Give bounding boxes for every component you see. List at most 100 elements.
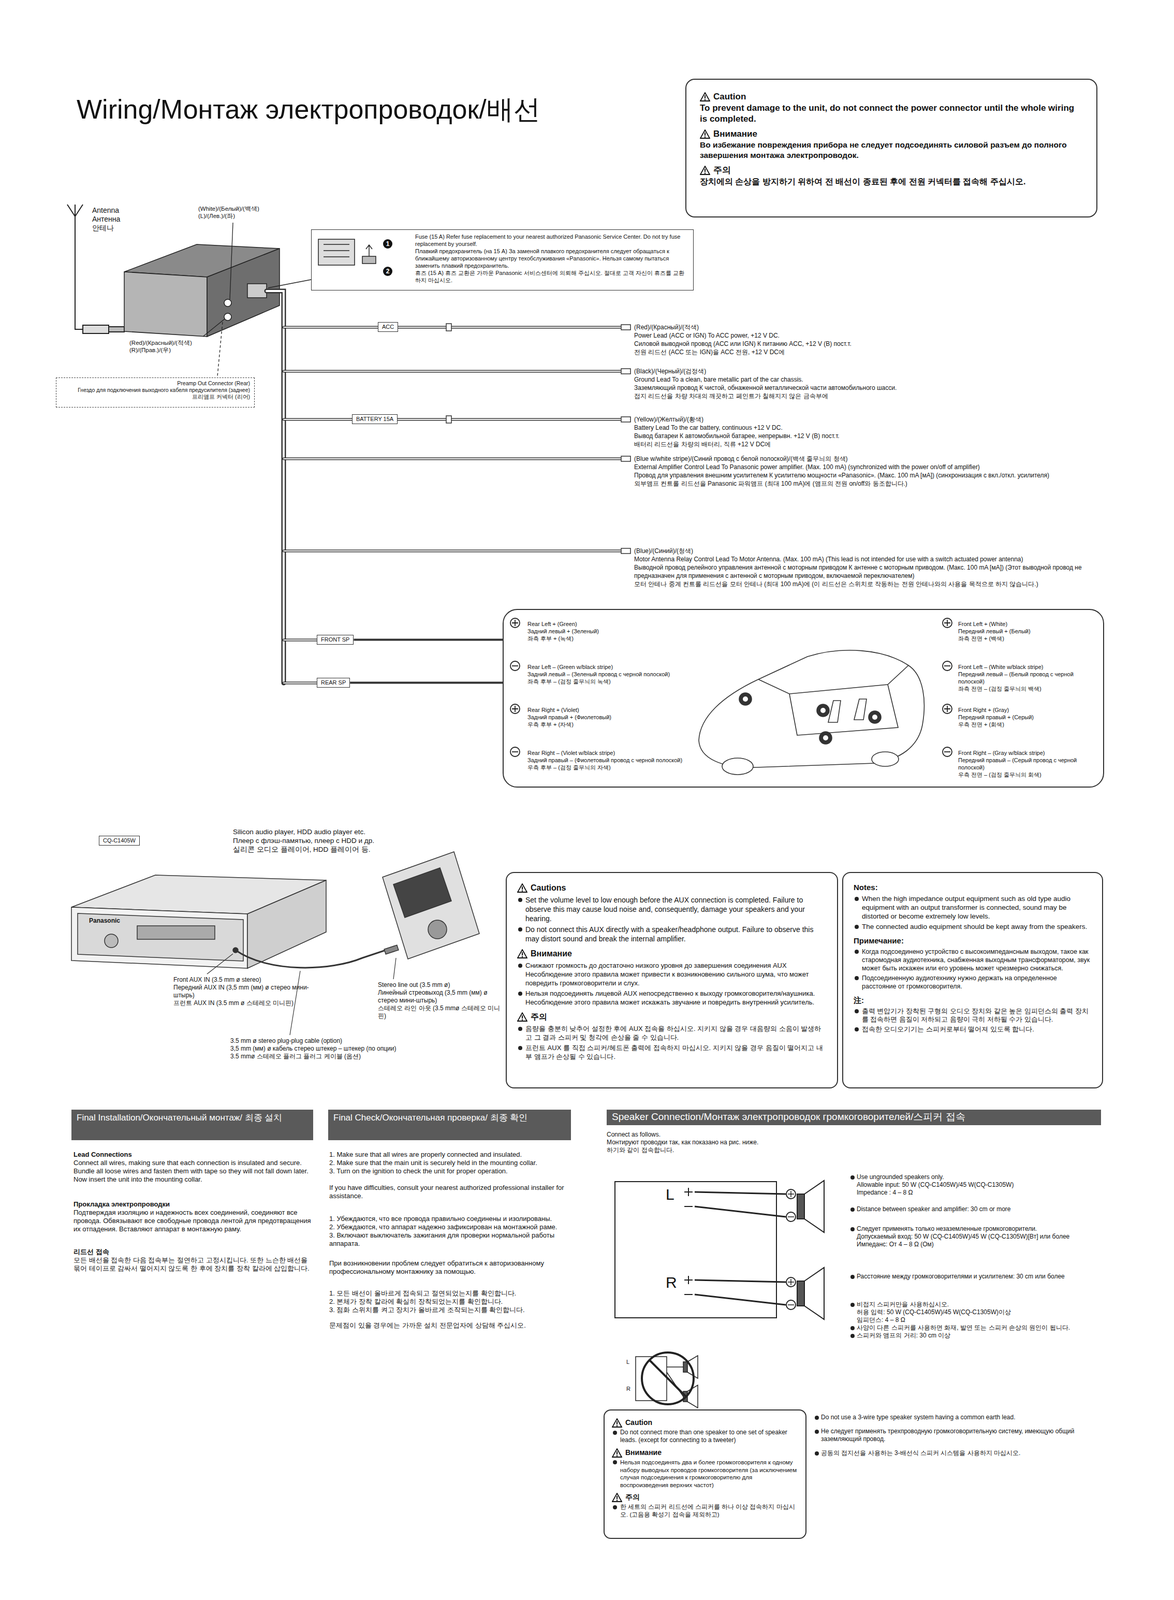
warning-icon	[521, 951, 523, 956]
spec-note: 공동의 접지선을 사용하는 3-배선식 스피커 시스템을 사용하지 마십시오.	[813, 1448, 1099, 1457]
amplifier-outline	[614, 1181, 777, 1318]
warning-icon	[704, 98, 707, 101]
speaker-wire-label: Задний левый + (Зеленый)	[527, 627, 683, 635]
check-step: 3. Включают выключатель зажигания для пр…	[329, 1230, 568, 1248]
prohibited-wiring	[635, 1352, 698, 1408]
caution-text: 음량을 충분히 낮추어 설정한 후에 AUX 접속을 하십시오. 지키지 않을 …	[517, 1023, 827, 1042]
instruction-text: 모든 배선을 접속한 다음 접속부는 절연하고 고정시킵니다. 또한 느슨한 배…	[73, 1255, 312, 1273]
unit-side	[247, 879, 327, 968]
wire-bundle	[266, 290, 284, 683]
lead-description: (Blue)/(Синий)/(청색)	[634, 546, 1103, 555]
note-text: 접속한 오디오기기는 스피커로부터 떨어져 있도록 합니다.	[853, 1024, 1092, 1034]
note-text: When the high impedance output equipment…	[853, 893, 1092, 921]
warning-icon	[616, 1454, 619, 1457]
callout-number: 1	[383, 239, 393, 249]
speaker-wire-label: Задний правый + (Фиолетовый)	[527, 713, 683, 721]
car-body	[698, 650, 924, 768]
cable	[235, 949, 386, 968]
bullet-dot	[850, 1175, 855, 1180]
speaker-wire-label: 우측 전면 – (검정 줄무늬의 회색)	[958, 770, 1094, 779]
note-text: The connected audio equipment should be …	[853, 921, 1092, 931]
label-column: При возникновении проблем следует обрати…	[329, 1258, 568, 1276]
fuse-note: Плавкий предохранитель (на 15 А) За заме…	[415, 247, 688, 270]
warning-icon	[616, 1495, 618, 1499]
speaker-wire-label: Задний правый – (Фиолетовый провод с чер…	[527, 756, 683, 764]
wire-terminal	[621, 416, 631, 422]
player-screen	[393, 867, 452, 918]
lead-description: Power Lead (ACC or IGN) To ACC power, +1…	[634, 331, 1103, 340]
caution-text: Set the volume level to low enough befor…	[517, 894, 827, 923]
label-column: (Blue w/white stripe)/(Синий провод с бе…	[634, 454, 1103, 488]
cable-label: 3.5 mm ø stereo plug-plug cable (option)	[230, 1036, 464, 1045]
heading-text: 주의	[699, 164, 1083, 176]
connector-housing	[318, 239, 355, 266]
warning-icon	[616, 1420, 618, 1425]
spec-note: Расстояние между громкоговорителями и ус…	[849, 1272, 1098, 1281]
minus-symbol	[944, 751, 951, 753]
lead-description: Battery Lead To the car battery, continu…	[634, 423, 1103, 432]
faceplate	[77, 913, 244, 961]
jack-label: 프런트 AUX IN (3.5 mm ø 스테레오 미니핀)	[173, 999, 329, 1007]
check-step: 2. 본체가 장착 칼라에 확실히 장착되었는지를 확인합니다.	[329, 1297, 568, 1306]
label-column: 2	[383, 266, 393, 276]
jack-label: 스테레오 라인 아웃 (3.5 mmø 스테레오 미니핀)	[377, 1004, 503, 1020]
label-group: Rear Right + (Violet)Задний правый + (Фи…	[527, 706, 683, 728]
lead-description: Ground Lead To a clean, bare metallic pa…	[634, 375, 1103, 384]
label-column: Distance between speaker and amplifier: …	[849, 1205, 1098, 1213]
wire-tag-text: REAR SP	[320, 678, 346, 687]
speaker-wire-label: Передний левый – (Белый провод с черной …	[958, 670, 1094, 685]
bullet-dot	[612, 1459, 618, 1464]
polarity-mark	[684, 1187, 693, 1295]
warning-icon	[612, 1492, 622, 1502]
instruction-text: 리드선 접속	[73, 1247, 312, 1256]
bullet-dot	[612, 1504, 618, 1509]
preamp-out-box: Preamp Out Connector (Rear)Гнездо для по…	[55, 377, 255, 408]
label-column: 3.5 mm ø stereo plug-plug cable (option)…	[230, 1036, 464, 1061]
wire-tag: BATTERY 15A	[351, 414, 398, 424]
instruction-text: 문제점이 있을 경우에는 가까운 설치 전문업자에 상담해 주십시오.	[329, 1321, 568, 1330]
spec-note: Use ungrounded speakers only.	[849, 1172, 1098, 1181]
plus-symbol	[944, 619, 951, 626]
bullet-dot	[814, 1450, 819, 1456]
caution-box: CautionDo not connect more than one spea…	[603, 1409, 807, 1539]
warning-icon	[521, 1018, 524, 1021]
speaker-wire-label: 좌측 전면 + (백색)	[958, 634, 1094, 642]
speaker-polarity-symbols	[510, 618, 952, 757]
speaker-magnet	[683, 1361, 688, 1372]
bullet-dot	[854, 975, 859, 980]
fuse-note-box: Fuse (15 A) Refer fuse replacement to yo…	[311, 229, 694, 291]
warning-icon	[700, 92, 710, 101]
label-column: Lead ConnectionsConnect all wires, makin…	[73, 1150, 312, 1184]
speaker-cone	[742, 696, 748, 702]
display	[137, 925, 215, 939]
speaker-wire-label: Front Left – (White w/black stripe)	[958, 663, 1094, 671]
heading-text: Примечание:	[853, 935, 1092, 946]
label-column: (Yellow)/(Желтый)/(황색)Battery Lead To th…	[634, 415, 1103, 449]
model-tag: CQ-C1405W	[98, 835, 140, 846]
caution-text: To prevent damage to the unit, do not co…	[699, 102, 1083, 125]
head-unit	[124, 244, 280, 337]
label-column: (Blue)/(Синий)/(청색)Motor Antenna Relay C…	[634, 546, 1103, 589]
lead-description: (Blue w/white stripe)/(Синий провод с бе…	[634, 454, 1103, 463]
warning-icon	[699, 165, 711, 175]
caution-text: Снижают громкость до достаточно низкого …	[517, 960, 827, 988]
car-cabin	[758, 665, 909, 736]
channel-label: R	[626, 1385, 631, 1392]
label-group: Front Left – (White w/black stripe)Перед…	[958, 663, 1094, 693]
speaker	[816, 703, 830, 717]
spec-note: Impedance : 4 – 8 Ω	[849, 1188, 1098, 1197]
label-column: R	[665, 1273, 678, 1291]
fuse	[362, 256, 376, 264]
label-group: Rear Left – (Green w/black stripe)Задний…	[527, 663, 683, 685]
instruction-text: Connect as follows.	[606, 1130, 918, 1139]
connector-slots	[323, 244, 350, 257]
prohibition-slash	[649, 1359, 686, 1397]
label-column: Do not use a 3-wire type speaker system …	[813, 1413, 1099, 1457]
label-column: 리드선 접속모든 배선을 접속한 다음 접속부는 절연하고 고정시킵니다. 또한…	[73, 1247, 312, 1273]
part-label: Antenna	[92, 206, 121, 215]
label-column: 1. Make sure that all wires are properly…	[329, 1150, 568, 1176]
label-column: If you have difficulties, consult your n…	[329, 1183, 568, 1200]
instruction-text: Подтверждая изоляцию и надежность всех с…	[73, 1208, 312, 1234]
speaker-magnet	[797, 1280, 805, 1306]
